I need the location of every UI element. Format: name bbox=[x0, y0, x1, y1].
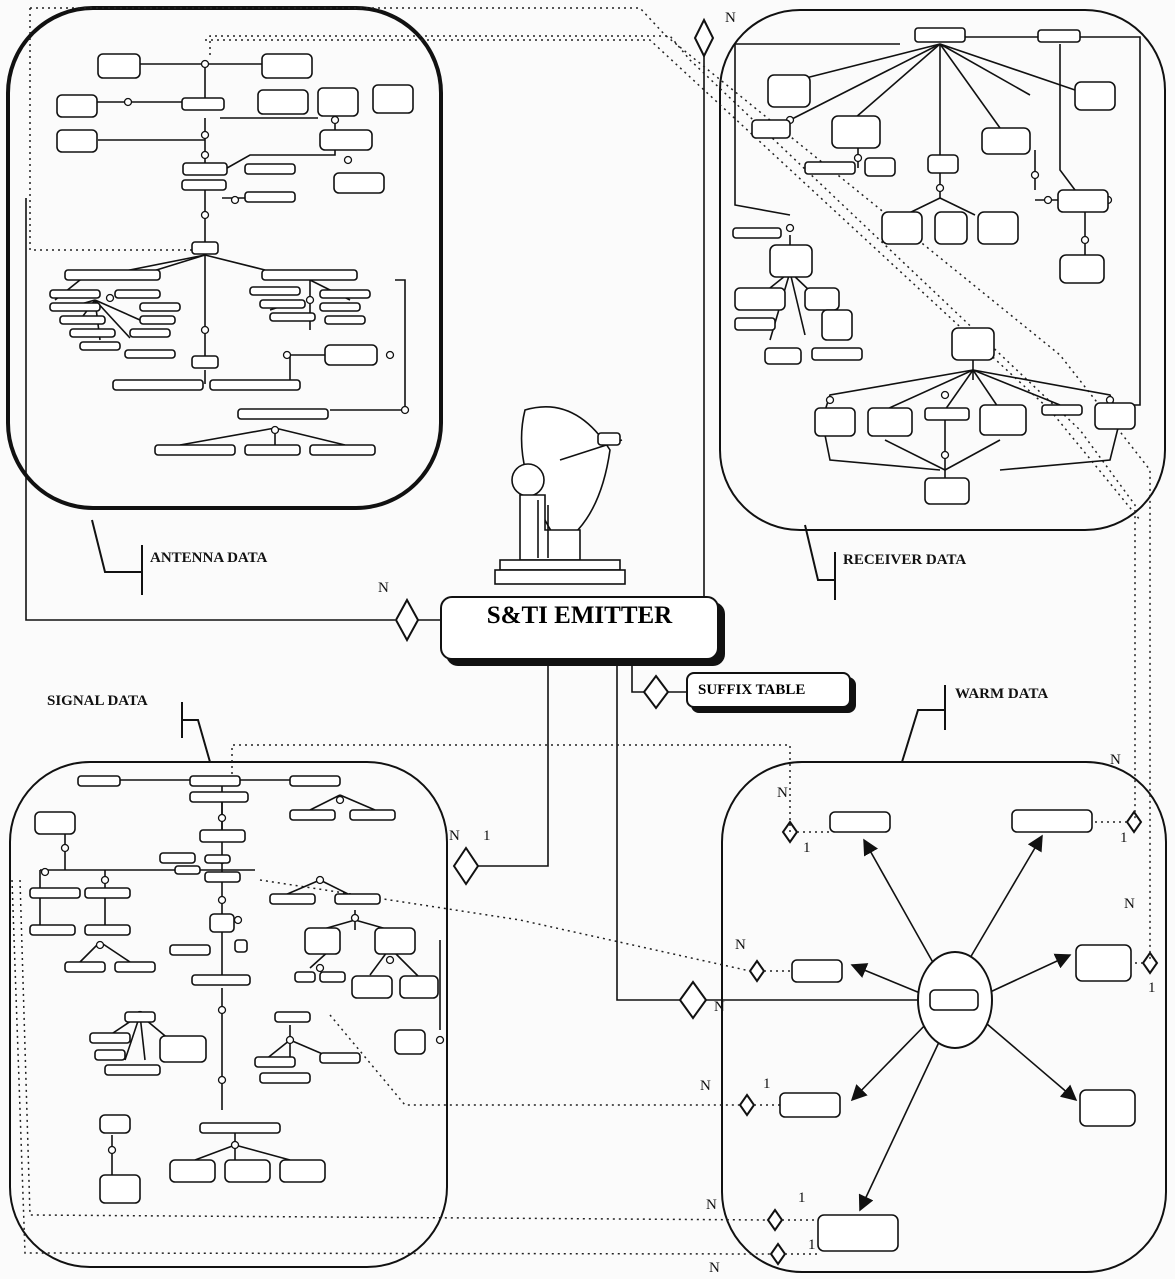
warm-relationship-diamond bbox=[678, 980, 708, 1020]
cardinality-warm-n-d: N bbox=[700, 1078, 711, 1094]
cardinality-signal-n: N bbox=[449, 828, 460, 844]
receiver-relationship-diamond bbox=[693, 17, 715, 59]
antenna-relationship-diamond bbox=[394, 597, 420, 643]
receiver-data-label: RECEIVER DATA bbox=[843, 552, 967, 568]
signal-data-group bbox=[9, 761, 448, 1268]
signal-data-label: SIGNAL DATA bbox=[47, 693, 148, 709]
cardinality-warm-n-c: N bbox=[735, 937, 746, 953]
receiver-data-group bbox=[719, 9, 1166, 531]
warm-data-group bbox=[721, 761, 1167, 1273]
cardinality-warm-n-top: N bbox=[1110, 752, 1121, 768]
emitter-entity[interactable]: S&TI EMITTER bbox=[440, 596, 719, 660]
cardinality-warm-1-c: 1 bbox=[1148, 980, 1156, 996]
signal-relationship-diamond bbox=[452, 846, 480, 886]
cardinality-warm-1-d: 1 bbox=[763, 1076, 771, 1092]
emitter-title: S&TI EMITTER bbox=[486, 602, 673, 629]
cardinality-warm-n: N bbox=[714, 999, 725, 1015]
antenna-dish-icon bbox=[494, 406, 626, 585]
cardinality-signal-1: 1 bbox=[483, 828, 491, 844]
cardinality-receiver-n: N bbox=[725, 10, 736, 26]
cardinality-warm-1-e: 1 bbox=[798, 1190, 806, 1206]
cardinality-warm-n-b: N bbox=[1124, 896, 1135, 912]
suffix-table-label: SUFFIX TABLE bbox=[698, 681, 806, 698]
cardinality-warm-1-b: 1 bbox=[1120, 830, 1128, 846]
suffix-relationship-diamond bbox=[642, 674, 670, 710]
cardinality-warm-n-a: N bbox=[777, 785, 788, 801]
antenna-data-group bbox=[6, 6, 443, 510]
cardinality-warm-1-f: 1 bbox=[808, 1237, 816, 1253]
antenna-data-label: ANTENNA DATA bbox=[150, 550, 268, 566]
warm-data-label: WARM DATA bbox=[955, 686, 1049, 702]
cardinality-warm-n-e: N bbox=[706, 1197, 717, 1213]
cardinality-warm-n-f: N bbox=[709, 1260, 720, 1276]
suffix-table-entity[interactable]: SUFFIX TABLE bbox=[686, 672, 851, 708]
cardinality-antenna-n: N bbox=[378, 580, 389, 596]
cardinality-warm-1-a: 1 bbox=[803, 840, 811, 856]
